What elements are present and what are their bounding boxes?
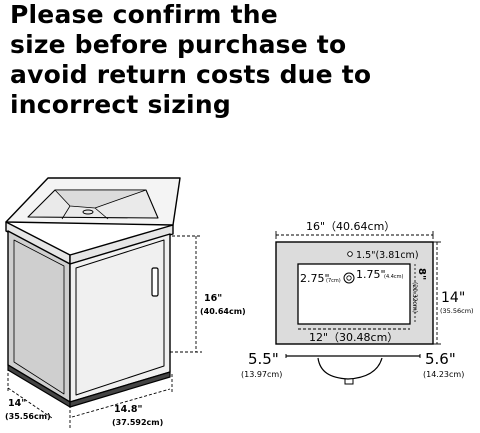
sink-width-label: 16"（40.64cm） xyxy=(306,220,395,233)
basin-left-cm: (7cm) xyxy=(326,278,341,284)
warning-line-3: avoid return costs due to xyxy=(10,60,372,89)
vanity-height-cm: (40.64cm) xyxy=(200,307,246,316)
side-right-in: 5.6" xyxy=(425,350,456,368)
warning-line-1: Please confirm the xyxy=(10,0,278,29)
basin-left-in: 2.75" xyxy=(300,272,330,285)
purchase-warning: Please confirm the size before purchase … xyxy=(10,0,470,120)
warning-line-4: incorrect sizing xyxy=(10,90,231,119)
side-right-cm: (14.23cm) xyxy=(423,370,464,379)
vanity-cabinet-drawing xyxy=(5,177,181,408)
vanity-depth-cm: (35.56cm) xyxy=(5,412,51,421)
vanity-width-cm: (37.592cm) xyxy=(112,418,163,427)
drain-diameter-cm: (4.4cm) xyxy=(384,274,404,280)
vanity-width-dimension xyxy=(71,374,173,418)
vanity-depth-in: 14" xyxy=(8,398,26,409)
basin-depth-in: 8" xyxy=(416,268,427,280)
sink-depth-in: 14" xyxy=(441,290,465,306)
vanity-height-in: 16" xyxy=(204,293,222,304)
side-left-cm: (13.97cm) xyxy=(241,370,282,379)
drain-diameter-in: 1.75" xyxy=(356,268,386,281)
basin-width-label: 12"（30.48cm） xyxy=(309,331,398,344)
vanity-height-dimension xyxy=(170,235,202,353)
basin-depth-cm: (20.32cm) xyxy=(411,282,418,313)
sink-side-view xyxy=(285,354,421,385)
vanity-depth-dimension xyxy=(7,368,71,430)
warning-line-2: size before purchase to xyxy=(10,30,347,59)
vanity-width-in: 14.8" xyxy=(114,404,142,415)
drain-offset-label: 1.5"(3.81cm) xyxy=(356,250,419,261)
sink-top-view xyxy=(275,231,441,345)
sink-depth-cm: (35.56cm) xyxy=(440,307,474,315)
side-left-in: 5.5" xyxy=(248,350,279,368)
